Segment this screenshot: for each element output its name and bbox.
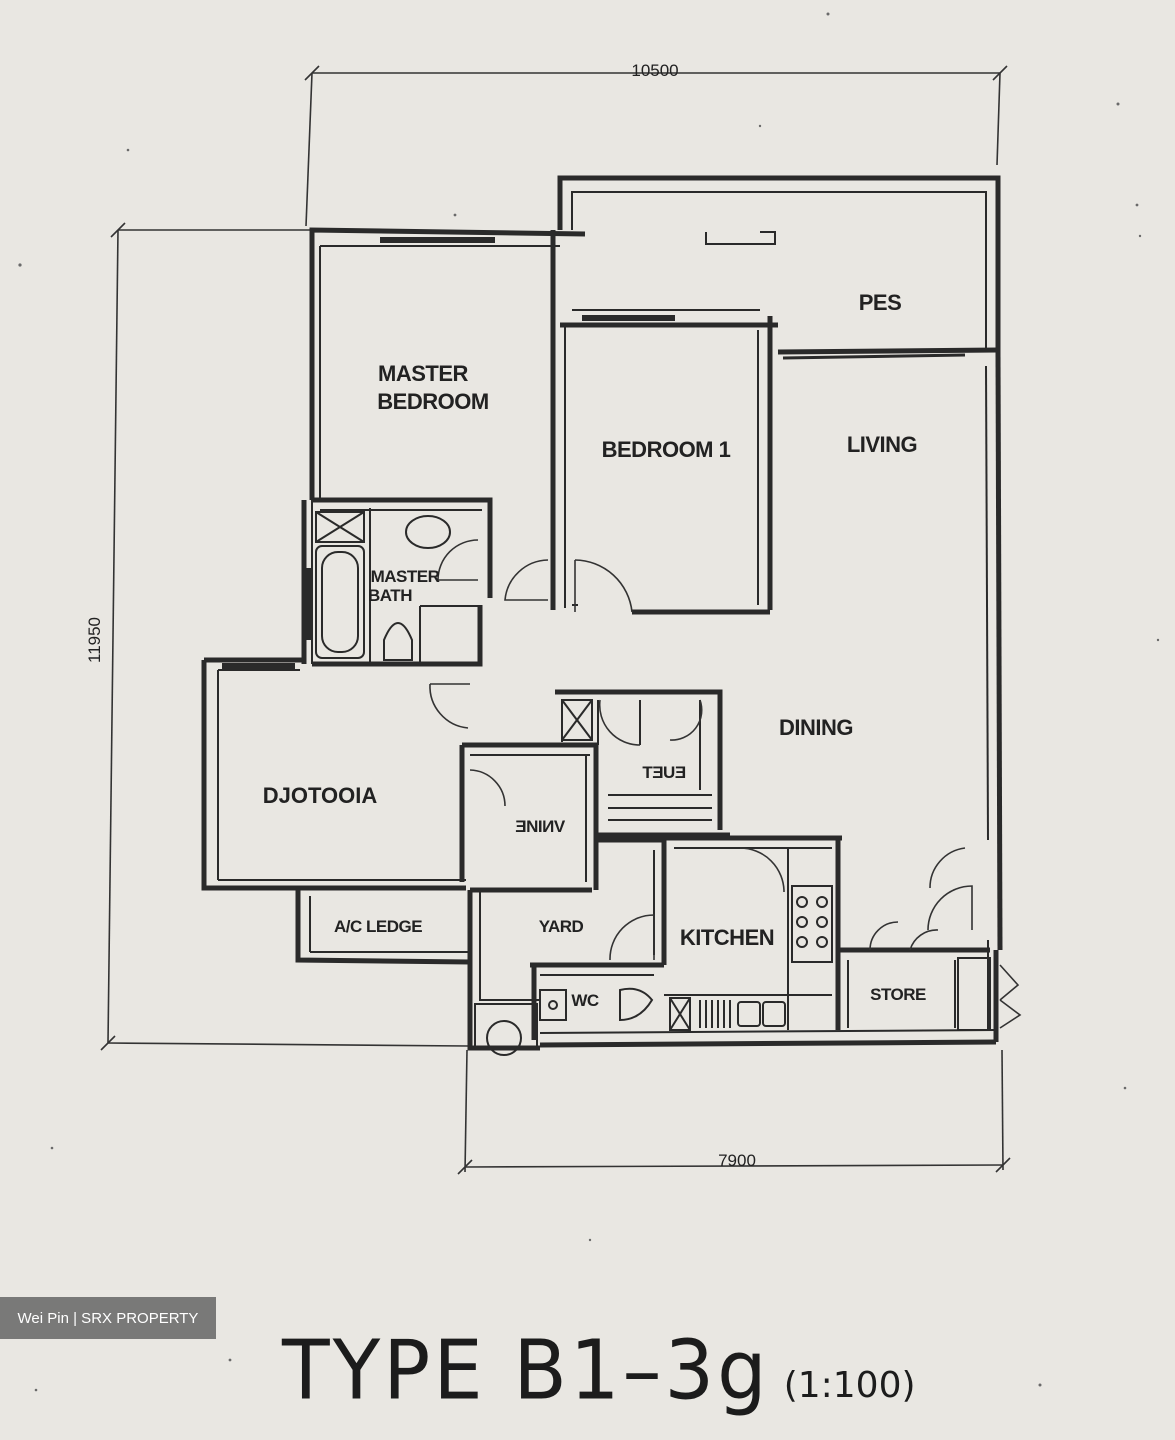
room-label-bath-mirrored: TƎUƎ [642, 763, 686, 782]
dimension-top: 10500 [304, 61, 1008, 227]
plan-title-scale: (1:100) [783, 1365, 916, 1406]
dimension-left: 11950 [85, 222, 469, 1051]
paper-speckle [18, 12, 1160, 1392]
room-label-master-bedroom-1: MASTER [378, 361, 469, 386]
room-label-kitchen: KITCHEN [680, 925, 774, 950]
room-label-ac-ledge: A/C LEDGE [334, 917, 422, 936]
dimension-top-label: 10500 [631, 61, 678, 80]
windows [222, 237, 966, 669]
dimension-left-label: 11950 [85, 617, 104, 663]
room-label-master-bath-1: MASTER [371, 567, 440, 586]
room-label-bath-2-mirrored: ƎNIИV [515, 817, 566, 836]
interior-walls [312, 230, 999, 1056]
room-label-bedroom-2-mirrored: DJOTOOIA [263, 783, 378, 808]
room-label-pes: PES [859, 290, 902, 315]
watermark-badge: Wei Pin | SRX PROPERTY [0, 1297, 216, 1339]
room-label-dining: DINING [779, 715, 853, 740]
watermark-text: Wei Pin | SRX PROPERTY [17, 1309, 199, 1327]
room-label-store: STORE [870, 985, 926, 1004]
dimension-bottom: 7900 [457, 1049, 1011, 1175]
pes-fixture [705, 231, 776, 245]
room-label-yard: YARD [539, 917, 584, 936]
room-label-master-bedroom-2: BEDROOM [377, 389, 488, 414]
room-label-wc: WC [571, 991, 599, 1010]
room-label-master-bath-2: BATH [368, 586, 412, 605]
room-labels: PES MASTER BEDROOM BEDROOM 1 LIVING MAST… [263, 290, 927, 1010]
kitchen-counter-lines [699, 1000, 731, 1028]
door-swings [429, 539, 1022, 1029]
room-label-bedroom-1: BEDROOM 1 [602, 437, 731, 462]
outer-walls [201, 175, 1003, 1051]
dimension-bottom-label: 7900 [718, 1151, 756, 1170]
plan-title: TYPE B1–3g (1:100) [282, 1323, 916, 1419]
room-label-living: LIVING [847, 432, 917, 457]
plan-title-main: TYPE B1–3g [282, 1323, 770, 1419]
